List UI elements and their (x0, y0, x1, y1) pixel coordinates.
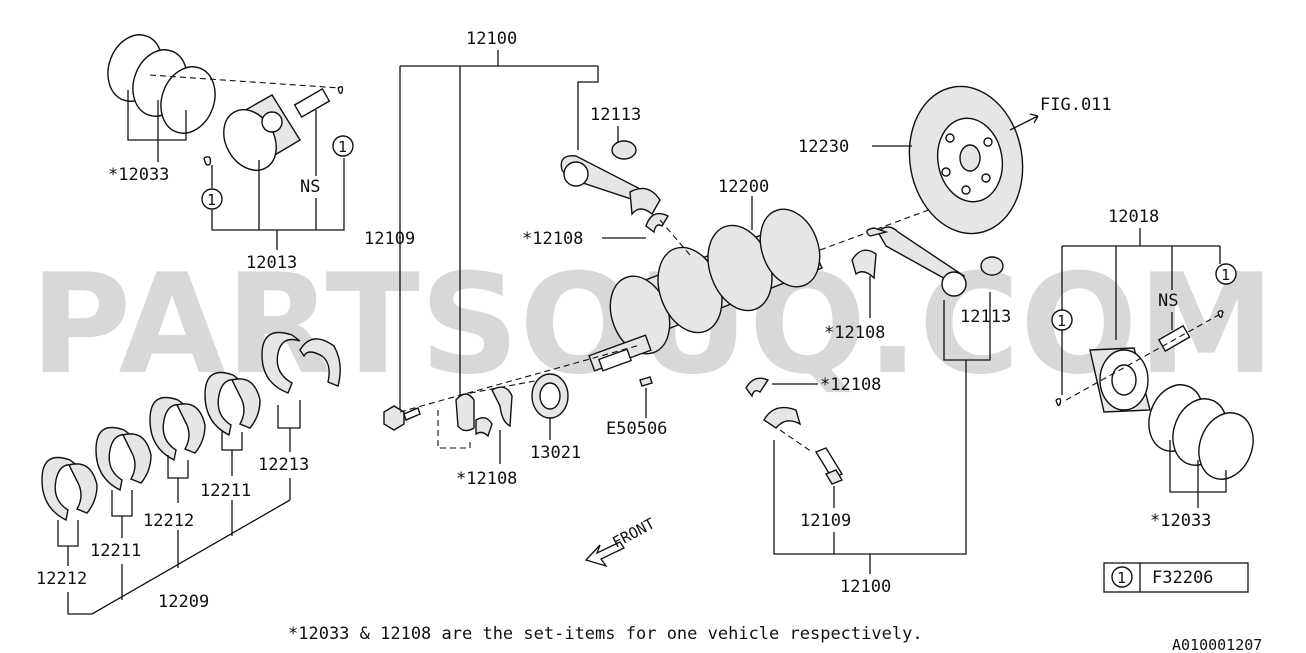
piston-pin-right[interactable] (1157, 324, 1191, 353)
footnote: *12033 & 12108 are the set-items for one… (288, 624, 923, 644)
bolt-12109-left[interactable] (383, 405, 421, 431)
callout-12108-b: *12108 (456, 469, 517, 489)
pin-clip-right-bottom[interactable] (1055, 397, 1062, 407)
callout-E50506: E50506 (606, 419, 667, 439)
diagram-code: A010001207 (1172, 636, 1262, 653)
callout-12113-top: 12113 (590, 105, 641, 125)
ns-label-left: NS (300, 177, 320, 197)
pin-clip-left-top[interactable] (337, 85, 344, 95)
callout-12212-a: 12212 (143, 511, 194, 531)
connecting-rod-top[interactable] (560, 155, 661, 216)
callout-12109-bottom: 12109 (800, 511, 851, 531)
callout-12100-bottom: 12100 (840, 577, 891, 597)
bearing-12211-upper[interactable] (204, 371, 261, 437)
legend-box (1103, 562, 1249, 593)
callout-12100-top: 12100 (466, 29, 517, 49)
bearing-12212-lower[interactable] (41, 456, 98, 522)
callout-12211-a: 12211 (200, 481, 251, 501)
connecting-rod-right[interactable] (866, 226, 967, 297)
key-E50506[interactable] (639, 376, 653, 387)
flywheel-12230[interactable] (898, 77, 1034, 242)
pin-clip-left-bottom[interactable] (203, 156, 212, 166)
circle-1-c: 1 (1057, 312, 1066, 330)
crank-axis (399, 179, 1011, 413)
bearing-12108-right-lower[interactable] (745, 377, 770, 398)
piston-right[interactable] (1089, 347, 1151, 413)
fig-arrow (1009, 113, 1039, 131)
bearing-12211-lower[interactable] (95, 426, 152, 492)
callout-13021: 13021 (530, 443, 581, 463)
bushing-12113-top[interactable] (611, 140, 637, 160)
bearing-12108-left-b[interactable] (491, 386, 513, 428)
circle-1-d: 1 (1221, 266, 1230, 284)
callout-12212-b: 12212 (36, 569, 87, 589)
callout-12209: 12209 (158, 592, 209, 612)
callout-12108-c: *12108 (824, 323, 885, 343)
bearing-half-12108-top[interactable] (645, 212, 669, 234)
pin-clip-right-top[interactable] (1217, 309, 1224, 319)
piston-left[interactable] (213, 94, 301, 180)
callout-12013: 12013 (246, 253, 297, 273)
callout-12033-right: *12033 (1150, 511, 1211, 531)
legend-reference[interactable]: F32206 (1152, 568, 1213, 588)
bearing-12108-right-upper[interactable] (851, 249, 877, 280)
circle-1-b: 1 (207, 191, 216, 209)
piston-rings-left[interactable] (99, 27, 224, 141)
callout-12200: 12200 (718, 177, 769, 197)
callout-12108-d: *12108 (820, 375, 881, 395)
callout-12018: 12018 (1108, 207, 1159, 227)
thrust-bearing-12213[interactable] (261, 331, 341, 394)
crankshaft-12200[interactable] (588, 201, 830, 372)
bearing-12212-upper[interactable] (149, 396, 206, 462)
front-arrow (584, 541, 625, 568)
callout-12213: 12213 (258, 455, 309, 475)
bolt-12109-bottom[interactable] (814, 447, 844, 485)
piston-axis-left (149, 74, 341, 89)
bushing-12113-right[interactable] (980, 256, 1004, 276)
callout-12230: 12230 (798, 137, 849, 157)
piston-pin-left[interactable] (293, 87, 331, 119)
callout-12033-left: *12033 (108, 165, 169, 185)
legend-circle-number: 1 (1117, 569, 1126, 587)
callout-12109-left: 12109 (364, 229, 415, 249)
callout-12211-b: 12211 (90, 541, 141, 561)
front-label: FRONT (609, 514, 657, 551)
bearing-12108-left-a[interactable] (455, 393, 493, 438)
rod-cap[interactable] (763, 406, 802, 429)
oil-seal-13021[interactable] (531, 373, 569, 419)
callout-12108-a: *12108 (522, 229, 583, 249)
ns-label-right: NS (1158, 291, 1178, 311)
circle-1-a: 1 (338, 138, 347, 156)
callout-12113-right: 12113 (960, 307, 1011, 327)
piston-rings-right[interactable] (1140, 377, 1262, 487)
fig-reference[interactable]: FIG.011 (1040, 95, 1112, 115)
